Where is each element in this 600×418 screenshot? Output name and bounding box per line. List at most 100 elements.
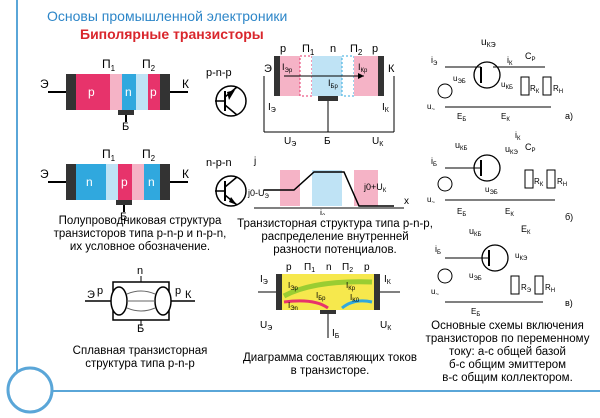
svg-text:uКБ: uКБ	[455, 140, 468, 152]
pnp-j1-label: П1	[102, 57, 116, 73]
npn-base-label: Б	[120, 211, 127, 220]
pnp-n-region	[122, 74, 136, 110]
pnp-symbol-icon	[215, 85, 247, 117]
svg-text:IЭ: IЭ	[260, 274, 268, 286]
npn-symbol-icon	[215, 175, 247, 207]
svg-text:а): а)	[565, 111, 573, 121]
svg-text:u~: u~	[431, 287, 439, 298]
svg-text:p: p	[121, 175, 128, 189]
svg-text:uКЭ: uКЭ	[515, 251, 528, 262]
svg-text:n: n	[148, 175, 155, 189]
svg-text:UК: UК	[380, 320, 392, 332]
svg-text:К: К	[185, 289, 192, 301]
svg-text:uЭБ: uЭБ	[469, 271, 482, 282]
svg-text:iК: iК	[515, 130, 521, 142]
svg-text:IБ: IБ	[332, 328, 340, 340]
svg-text:IК: IК	[382, 102, 390, 114]
svg-text:Б: Б	[137, 323, 144, 332]
svg-text:iК: iК	[507, 55, 513, 67]
svg-text:IЭ: IЭ	[268, 102, 276, 114]
alloy-structure-diagram: n p p Э К Б	[85, 265, 195, 332]
caption-alloy: Сплавная транзисторная структура типа p-…	[72, 345, 208, 370]
svg-text:j0+UК: j0+UК	[363, 182, 387, 194]
svg-text:CР: CР	[525, 142, 536, 154]
svg-text:EБ: EБ	[457, 112, 466, 123]
svg-text:П2: П2	[350, 43, 363, 57]
npn-emitter-label: Э	[40, 167, 49, 181]
npn-n2-region	[144, 164, 160, 200]
caption-circuits: Основные схемы включения транзисторов по…	[425, 320, 590, 384]
svg-text:UЭ: UЭ	[284, 136, 296, 148]
svg-text:u~: u~	[427, 102, 435, 113]
svg-text:Э: Э	[87, 289, 95, 301]
svg-text:n: n	[137, 265, 143, 277]
pnp-base-label: Б	[122, 121, 129, 130]
svg-text:в): в)	[565, 298, 573, 308]
npn-n1-region	[76, 164, 106, 200]
svg-text:UК: UК	[372, 136, 384, 148]
svg-text:n: n	[125, 85, 132, 99]
npn-structure-diagram: П1 П2 Э К n p n Б n-p-n	[40, 147, 247, 220]
svg-text:CР: CР	[525, 51, 536, 63]
svg-text:p: p	[364, 262, 370, 273]
svg-text:Б: Б	[324, 136, 331, 147]
page-subtitle: Биполярные транзисторы	[80, 26, 264, 42]
npn-p-region	[118, 164, 132, 200]
circuit-common-emitter: iК uКБ uКЭ iБ uЭБ CР RК RН u~ EБ EК б)	[427, 130, 573, 222]
svg-text:EК: EК	[521, 224, 531, 236]
svg-text:uЭБ: uЭБ	[485, 185, 498, 196]
svg-text:uКЭ: uКЭ	[505, 144, 519, 156]
svg-text:RК: RК	[534, 177, 544, 188]
svg-text:IК0: IК0	[350, 293, 360, 304]
pnp-p1-region	[76, 74, 110, 110]
pnp-j1-region	[110, 74, 122, 110]
svg-text:uКБ: uКБ	[469, 226, 482, 238]
svg-text:IБр: IБр	[328, 78, 338, 90]
pnp-j2-region	[136, 74, 148, 110]
svg-text:p: p	[175, 285, 181, 297]
svg-text:IКp: IКp	[346, 281, 356, 292]
caption-semiconductor: Полупроводниковая структура транзисторов…	[53, 215, 227, 253]
svg-text:iЭ: iЭ	[431, 55, 438, 67]
caption-middle-top: Транзисторная структура типа p-n-p, расп…	[237, 218, 433, 256]
svg-text:j: j	[253, 156, 256, 167]
svg-text:u~: u~	[427, 195, 435, 206]
pnp-emitter-label: Э	[40, 77, 49, 91]
page-title: Основы промышленной электроники	[47, 8, 288, 24]
svg-text:EК: EК	[501, 112, 510, 123]
svg-text:n: n	[330, 43, 336, 55]
svg-text:j0-UЭ: j0-UЭ	[247, 188, 270, 200]
svg-text:x: x	[404, 196, 409, 207]
svg-text:EК: EК	[505, 207, 514, 218]
svg-text:П1: П1	[102, 147, 116, 163]
svg-text:j0: j0	[319, 208, 326, 215]
pnp-type-label: p-n-p	[206, 67, 232, 79]
svg-text:RК: RК	[530, 84, 540, 95]
svg-text:П1: П1	[304, 262, 315, 274]
svg-text:RН: RН	[557, 177, 567, 188]
svg-text:EБ: EБ	[457, 207, 466, 218]
svg-text:П2: П2	[342, 262, 353, 274]
circuit-common-base: uКЭ iЭ iК uЭБ uКБ CР RК RН u~ EБ EК а)	[427, 37, 573, 123]
svg-text:uКЭ: uКЭ	[481, 37, 496, 49]
svg-text:EБ: EБ	[471, 307, 480, 317]
npn-collector-label: К	[182, 167, 189, 181]
svg-text:p: p	[372, 43, 378, 55]
pnp-j2-label: П2	[142, 57, 156, 73]
svg-text:IЭp: IЭp	[288, 281, 299, 292]
svg-text:p: p	[280, 43, 286, 55]
frame-corner-circle	[6, 366, 54, 414]
npn-type-label: n-p-n	[206, 157, 232, 169]
frame-left-line	[16, 0, 18, 380]
svg-text:p: p	[150, 85, 157, 99]
svg-text:IБр: IБр	[316, 291, 326, 302]
svg-text:IКp: IКp	[358, 62, 368, 74]
svg-text:К: К	[388, 63, 395, 75]
svg-text:П2: П2	[142, 147, 156, 163]
svg-text:Э: Э	[264, 63, 272, 75]
svg-text:IЭp: IЭp	[282, 62, 293, 74]
svg-text:iБ: iБ	[431, 156, 437, 168]
svg-text:RЭ: RЭ	[521, 283, 532, 294]
pnp-collector-label: К	[182, 77, 189, 91]
pnp-p2-region	[148, 74, 160, 110]
